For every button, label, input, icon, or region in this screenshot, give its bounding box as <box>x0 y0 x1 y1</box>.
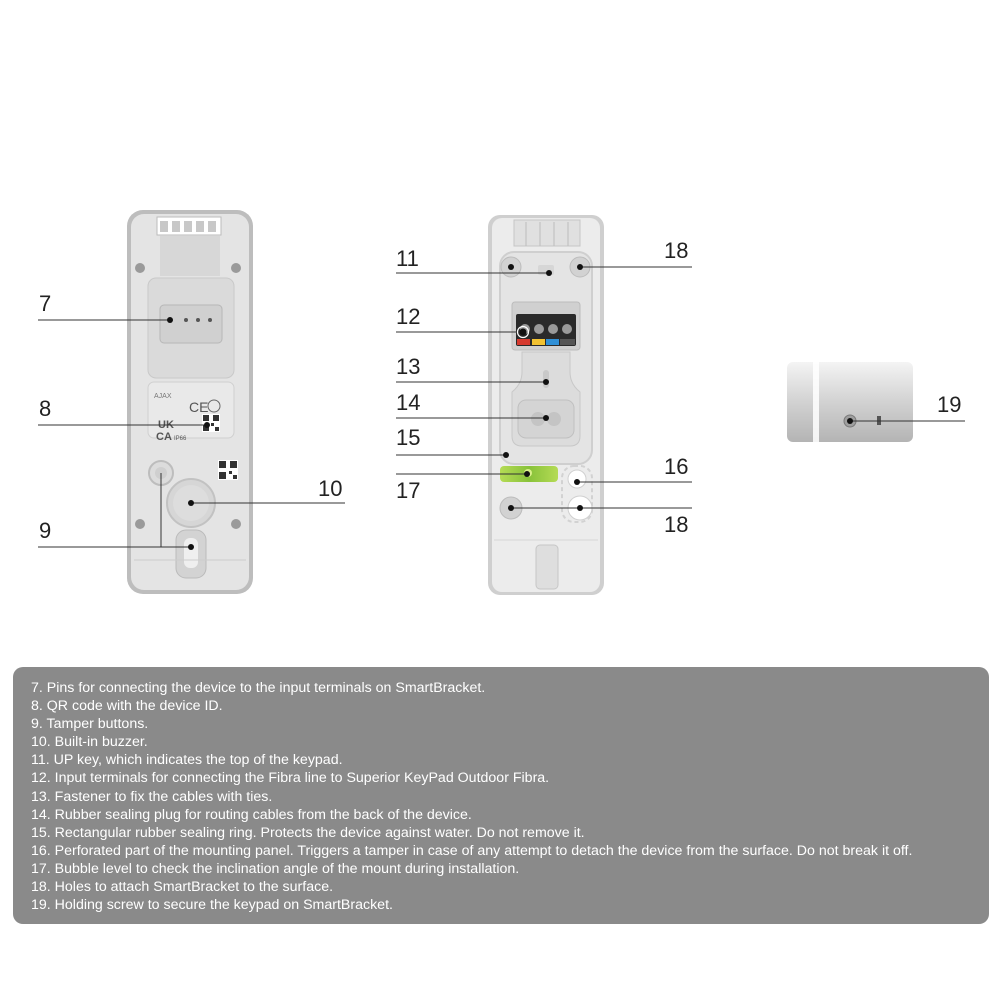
leader-lines <box>38 266 965 548</box>
marker-dot <box>503 452 509 458</box>
marker-dot <box>204 422 210 428</box>
marker-dot <box>543 415 549 421</box>
marker-dot <box>508 505 514 511</box>
callout-15: 15 <box>396 425 420 450</box>
legend-item: 17. Bubble level to check the inclinatio… <box>31 860 520 877</box>
marker-dot <box>574 479 580 485</box>
screw-icon <box>135 263 145 273</box>
legend-item: 16. Perforated part of the mounting pane… <box>31 842 913 859</box>
callout-9: 9 <box>39 518 51 543</box>
marker-dot <box>524 471 530 477</box>
terminal-label-red <box>517 339 530 345</box>
keypad-side-view <box>787 362 913 442</box>
keypad-back-view: AJAX CE UK CA IP66 <box>127 210 253 594</box>
callout-19: 19 <box>937 392 961 417</box>
terminal-label-blue <box>546 339 559 345</box>
callout-17: 17 <box>396 478 420 503</box>
marker-dot <box>188 500 194 506</box>
callout-numbers: 7 8 9 10 11 18 12 13 14 15 16 17 18 19 <box>39 238 961 543</box>
screw-icon <box>231 519 241 529</box>
legend-item: 7. Pins for connecting the device to the… <box>31 680 486 696</box>
legend-item: 14. Rubber sealing plug for routing cabl… <box>31 806 472 823</box>
marker-dot <box>546 270 552 276</box>
callout-7: 7 <box>39 291 51 316</box>
ca-mark: CA <box>156 431 172 443</box>
callout-8: 8 <box>39 396 51 421</box>
leader-dots <box>167 264 853 550</box>
legend-item: 12. Input terminals for connecting the F… <box>31 770 550 787</box>
legend-item: 19. Holding screw to secure the keypad o… <box>31 897 393 914</box>
terminal-label-yellow <box>532 339 545 345</box>
screw-icon <box>231 263 241 273</box>
callout-13: 13 <box>396 354 420 379</box>
marker-dot <box>188 544 194 550</box>
callout-11: 11 <box>396 246 419 271</box>
side-body <box>787 362 913 442</box>
legend-item: 13. Fastener to fix the cables with ties… <box>31 788 273 805</box>
brand-label: AJAX <box>154 393 172 400</box>
input-terminals <box>516 314 576 346</box>
marker-dot <box>508 264 514 270</box>
marker-dot <box>167 317 173 323</box>
legend-item: 8. QR code with the device ID. <box>31 698 223 715</box>
terminal-label-black <box>560 339 575 345</box>
certification-icon <box>207 399 221 413</box>
qr-code-icon <box>202 414 220 432</box>
ip-rating: IP66 <box>174 436 187 442</box>
legend-list: 7. Pins for connecting the device to the… <box>13 667 989 914</box>
device-diagram: AJAX CE UK CA IP66 <box>38 210 965 595</box>
legend-item: 11. UP key, which indicates the top of t… <box>31 752 343 769</box>
callout-18-bottom: 18 <box>664 512 688 537</box>
legend-item: 18. Holes to attach SmartBracket to the … <box>31 879 334 896</box>
callout-16: 16 <box>664 454 688 479</box>
ce-mark: CE <box>189 399 208 415</box>
connector-channel <box>160 236 220 276</box>
marker-dot <box>577 264 583 270</box>
legend-item: 9. Tamper buttons. <box>31 716 149 733</box>
marker-dot <box>577 505 583 511</box>
qr-code-icon <box>218 460 238 480</box>
callout-12: 12 <box>396 304 420 329</box>
callout-10: 10 <box>318 476 342 501</box>
marker-dot <box>519 328 527 336</box>
legend-item: 10. Built-in buzzer. <box>31 734 148 751</box>
screw-icon <box>135 519 145 529</box>
marker-dot <box>543 379 549 385</box>
bottom-hook <box>535 544 559 590</box>
marker-dot <box>847 418 853 424</box>
legend-item: 15. Rectangular rubber sealing ring. Pro… <box>31 824 585 841</box>
callout-14: 14 <box>396 390 420 415</box>
callout-18-top: 18 <box>664 238 688 263</box>
pins-block <box>159 304 223 344</box>
smartbracket-view <box>488 215 604 595</box>
legend-panel: 7. Pins for connecting the device to the… <box>13 667 989 924</box>
